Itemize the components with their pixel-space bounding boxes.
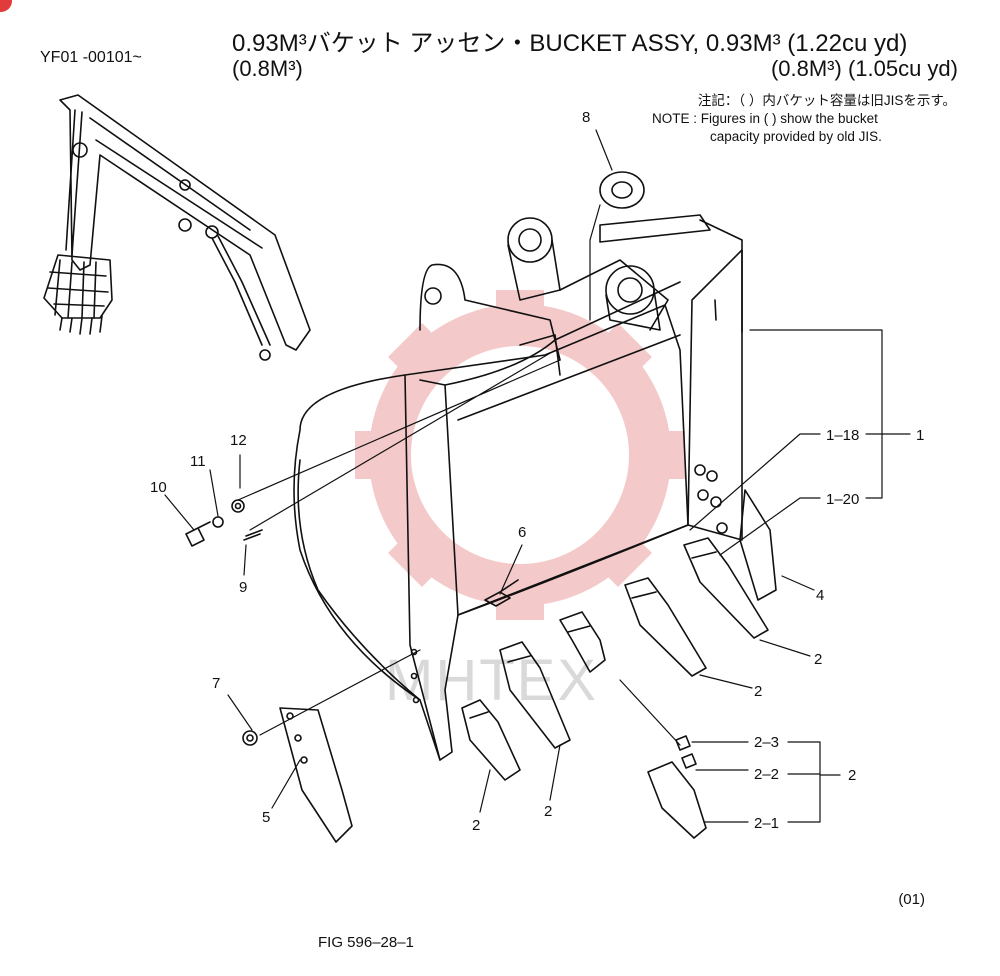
side-cutter-right <box>739 489 777 601</box>
title-line-2-left: (0.8M³) <box>232 56 303 81</box>
bucket-body <box>293 214 743 761</box>
page-code: (01) <box>898 891 925 908</box>
watermark-gear <box>355 290 685 620</box>
callout-labels: 1 1–18 1–20 2 2 2 2 2 2–1 2–2 2–3 4 5 6 … <box>150 109 924 834</box>
callout-11: 11 <box>190 453 206 470</box>
watermark: MHTEX <box>355 290 685 713</box>
callout-1: 1 <box>916 427 924 444</box>
note-english-line-1: NOTE : Figures in ( ) show the bucket <box>652 111 878 126</box>
serial-number: YF01 -00101~ <box>40 49 142 66</box>
callout-1-18: 1–18 <box>826 427 859 444</box>
title-line-2-right: (0.8M³) (1.05cu yd) <box>770 56 958 81</box>
callout-10: 10 <box>150 479 167 496</box>
callout-8: 8 <box>582 109 590 126</box>
tooth-detail <box>647 761 707 839</box>
watermark-text: MHTEX <box>385 648 598 713</box>
callout-9: 9 <box>239 579 247 596</box>
bucket-teeth <box>461 537 769 781</box>
washer-11 <box>212 516 224 528</box>
leader-lines <box>164 129 911 823</box>
callout-2-3: 2–3 <box>754 734 779 751</box>
nut-7 <box>242 730 258 746</box>
pin-9 <box>243 529 263 541</box>
washer-12 <box>231 499 245 513</box>
callout-6: 6 <box>518 524 526 541</box>
callout-4: 4 <box>816 587 824 604</box>
callout-2-1: 2–1 <box>754 815 779 832</box>
excavator-thumbnail <box>43 94 311 361</box>
side-cutter-left <box>279 707 353 843</box>
callout-2-a: 2 <box>814 651 822 668</box>
callout-5: 5 <box>262 809 270 826</box>
callout-2-group: 2 <box>848 767 856 784</box>
callout-7: 7 <box>212 675 220 692</box>
callout-12: 12 <box>230 432 247 449</box>
callout-2-d: 2 <box>472 817 480 834</box>
callout-2-b: 2 <box>754 683 762 700</box>
cap-8 <box>599 171 645 209</box>
note-japanese: 注記：（ ）内バケット容量は旧JISを示す。 <box>697 93 956 108</box>
title-line-1: 0.93M³バケット アッセン・BUCKET ASSY, 0.93M³ (1.2… <box>232 30 908 57</box>
callout-2-2: 2–2 <box>754 766 779 783</box>
callout-2-c: 2 <box>544 803 552 820</box>
callout-1-20: 1–20 <box>826 491 859 508</box>
figure-label: FIG 596–28–1 <box>318 934 414 951</box>
note-english-line-2: capacity provided by old JIS. <box>710 129 882 144</box>
bolt-6 <box>484 579 519 607</box>
